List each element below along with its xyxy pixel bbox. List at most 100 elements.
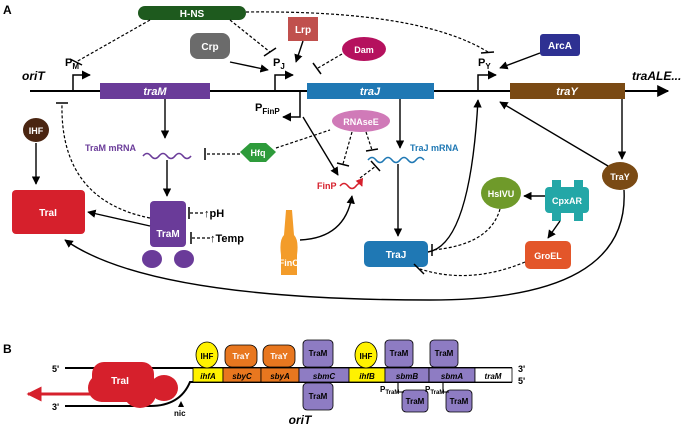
finp-traj-bar [370, 160, 381, 172]
trai-relaxase-lobe-1 [88, 374, 116, 402]
cpxar-lobe-bottom-right [574, 212, 583, 221]
tram-bound-top-1 [302, 339, 334, 368]
trai-label: TraI [39, 208, 57, 219]
tram-bound-bottom-3-label: TraM [450, 397, 469, 406]
groel-traj-bar [413, 263, 425, 275]
tray-bound-2 [262, 344, 296, 368]
tray-bound-2-label: TraY [270, 352, 288, 361]
rnasee-finp-bar [336, 162, 350, 167]
cpxar-groel-arrow [547, 220, 561, 239]
trai-relaxase-label: TraI [111, 376, 129, 387]
site-sbma-label: sbmA [441, 372, 463, 381]
tram-protein-foot-right [174, 250, 194, 268]
ptram-label-2: PTraM [425, 385, 444, 396]
groel-label: GroEL [534, 251, 562, 261]
dam-label: Dam [354, 45, 374, 55]
traj-mrna-wave [367, 156, 425, 164]
tram-mrna-wave [142, 152, 192, 160]
hns-pm-bar [69, 58, 83, 66]
tram-bound-top-3 [429, 339, 459, 368]
ihf-bound-b-label: IHF [360, 352, 373, 361]
gene-traJ [307, 83, 434, 99]
hslvu-label: HslVU [488, 189, 515, 199]
promoter-pfinp-arrow [282, 91, 301, 122]
tram-protein-foot-left [142, 250, 162, 268]
hslvu-traj-repression [431, 208, 501, 251]
hns-label: H-NS [180, 9, 205, 20]
ihf-label: IHF [29, 126, 44, 136]
tram-bound-bottom-1-label: TraM [309, 392, 328, 401]
tray-protein [602, 162, 638, 190]
fino-node [280, 210, 298, 275]
site-ihfa-label: ihfA [200, 372, 216, 381]
crp-pj-arrow [229, 61, 269, 73]
fino-label: FinO [279, 258, 300, 268]
traj-py-arrow [427, 99, 482, 253]
tram-bound-bottom-2 [401, 389, 429, 413]
rnasee-node [332, 110, 390, 132]
cpxar-label: CpxAR [552, 196, 583, 206]
tray-bound-1 [224, 344, 258, 368]
tram-mrna-label: TraM mRNA [85, 143, 137, 153]
tray-py-arrow [499, 101, 609, 167]
tram-bound-top-2 [384, 339, 414, 368]
promoter-pj: PJ [273, 57, 285, 71]
dam-node [342, 37, 386, 61]
site-tram-gene-label: traM [485, 372, 502, 381]
temp-label: ↑Temp [210, 233, 244, 245]
arca-label: ArcA [548, 41, 572, 52]
hns-pj-repression [229, 19, 271, 53]
gene-traM-label: traM [143, 86, 167, 98]
dna-top-5prime: 5' [52, 364, 59, 374]
nic-marker [178, 401, 184, 407]
traj-mrna-label: TraJ mRNA [410, 143, 459, 153]
crp-label: Crp [201, 42, 218, 53]
hfq-node [240, 143, 276, 162]
tram-bound-top-3-label: TraM [435, 349, 454, 358]
promoter-pm-arrow [72, 70, 91, 91]
orit-label: oriT [22, 69, 46, 83]
tram-bound-top-2-label: TraM [390, 349, 409, 358]
hfq-rnasee-link [275, 129, 331, 149]
panel-b-label: B [3, 342, 12, 356]
tram-protein-label: TraM [156, 229, 179, 240]
dam-pj-repression [317, 53, 343, 69]
lrp-pj-arrow [294, 40, 304, 63]
ihf-bound-a [195, 341, 219, 369]
rnasee-label: RNAseE [343, 117, 379, 127]
ptram-promoter-2 [442, 382, 449, 393]
gene-traM [100, 83, 210, 99]
orit-caption: oriT [289, 413, 313, 427]
ph-label: ↑pH [204, 208, 224, 220]
cpxar-lobe-left [552, 180, 561, 189]
site-tram-gene [474, 367, 513, 383]
ptram-label-1: PTraM [380, 385, 399, 396]
traale-label: traALE... [632, 69, 681, 83]
hslvu-node [481, 177, 521, 209]
site-sbmc-label: sbmC [313, 372, 335, 381]
cpxar-lobe-bottom-left [552, 212, 561, 221]
dna-bottom-3prime: 3' [52, 402, 59, 412]
groel-traj-repression [419, 261, 526, 277]
gene-traY [510, 83, 625, 99]
tram-protein [150, 201, 186, 247]
trai-node [12, 190, 85, 234]
rnasee-finp-repression [342, 131, 353, 165]
site-sbmb-label: sbmB [396, 372, 418, 381]
arca-node [540, 34, 580, 56]
cpxar-node [545, 187, 589, 213]
hns-pj-bar [263, 47, 277, 57]
lrp-node [288, 17, 318, 41]
promoter-py-arrow [477, 70, 497, 91]
pfinp-finp-arrow [302, 116, 339, 176]
crp-node [190, 33, 230, 59]
gene-traJ-label: traJ [360, 86, 381, 98]
arca-py-arrow [499, 52, 541, 70]
cpxar-lobe-right [574, 180, 583, 189]
trai-relaxase-lobe-2 [124, 380, 156, 408]
tram-bound-bottom-1 [302, 382, 334, 411]
tram-trai-arrow [87, 209, 151, 227]
tram-bound-bottom-2-label: TraM [406, 397, 425, 406]
trai-relaxase-lobe-3 [150, 375, 178, 401]
tram-pm-repression [61, 103, 151, 219]
